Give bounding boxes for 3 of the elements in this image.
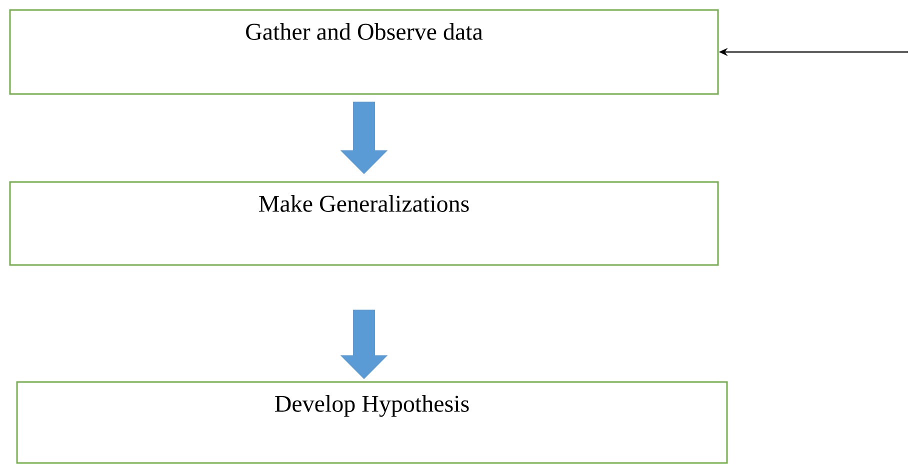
process-box: Make Generalizations	[9, 181, 719, 266]
process-box: Gather and Observe data	[9, 9, 719, 95]
process-box: Develop Hypothesis	[16, 381, 728, 464]
